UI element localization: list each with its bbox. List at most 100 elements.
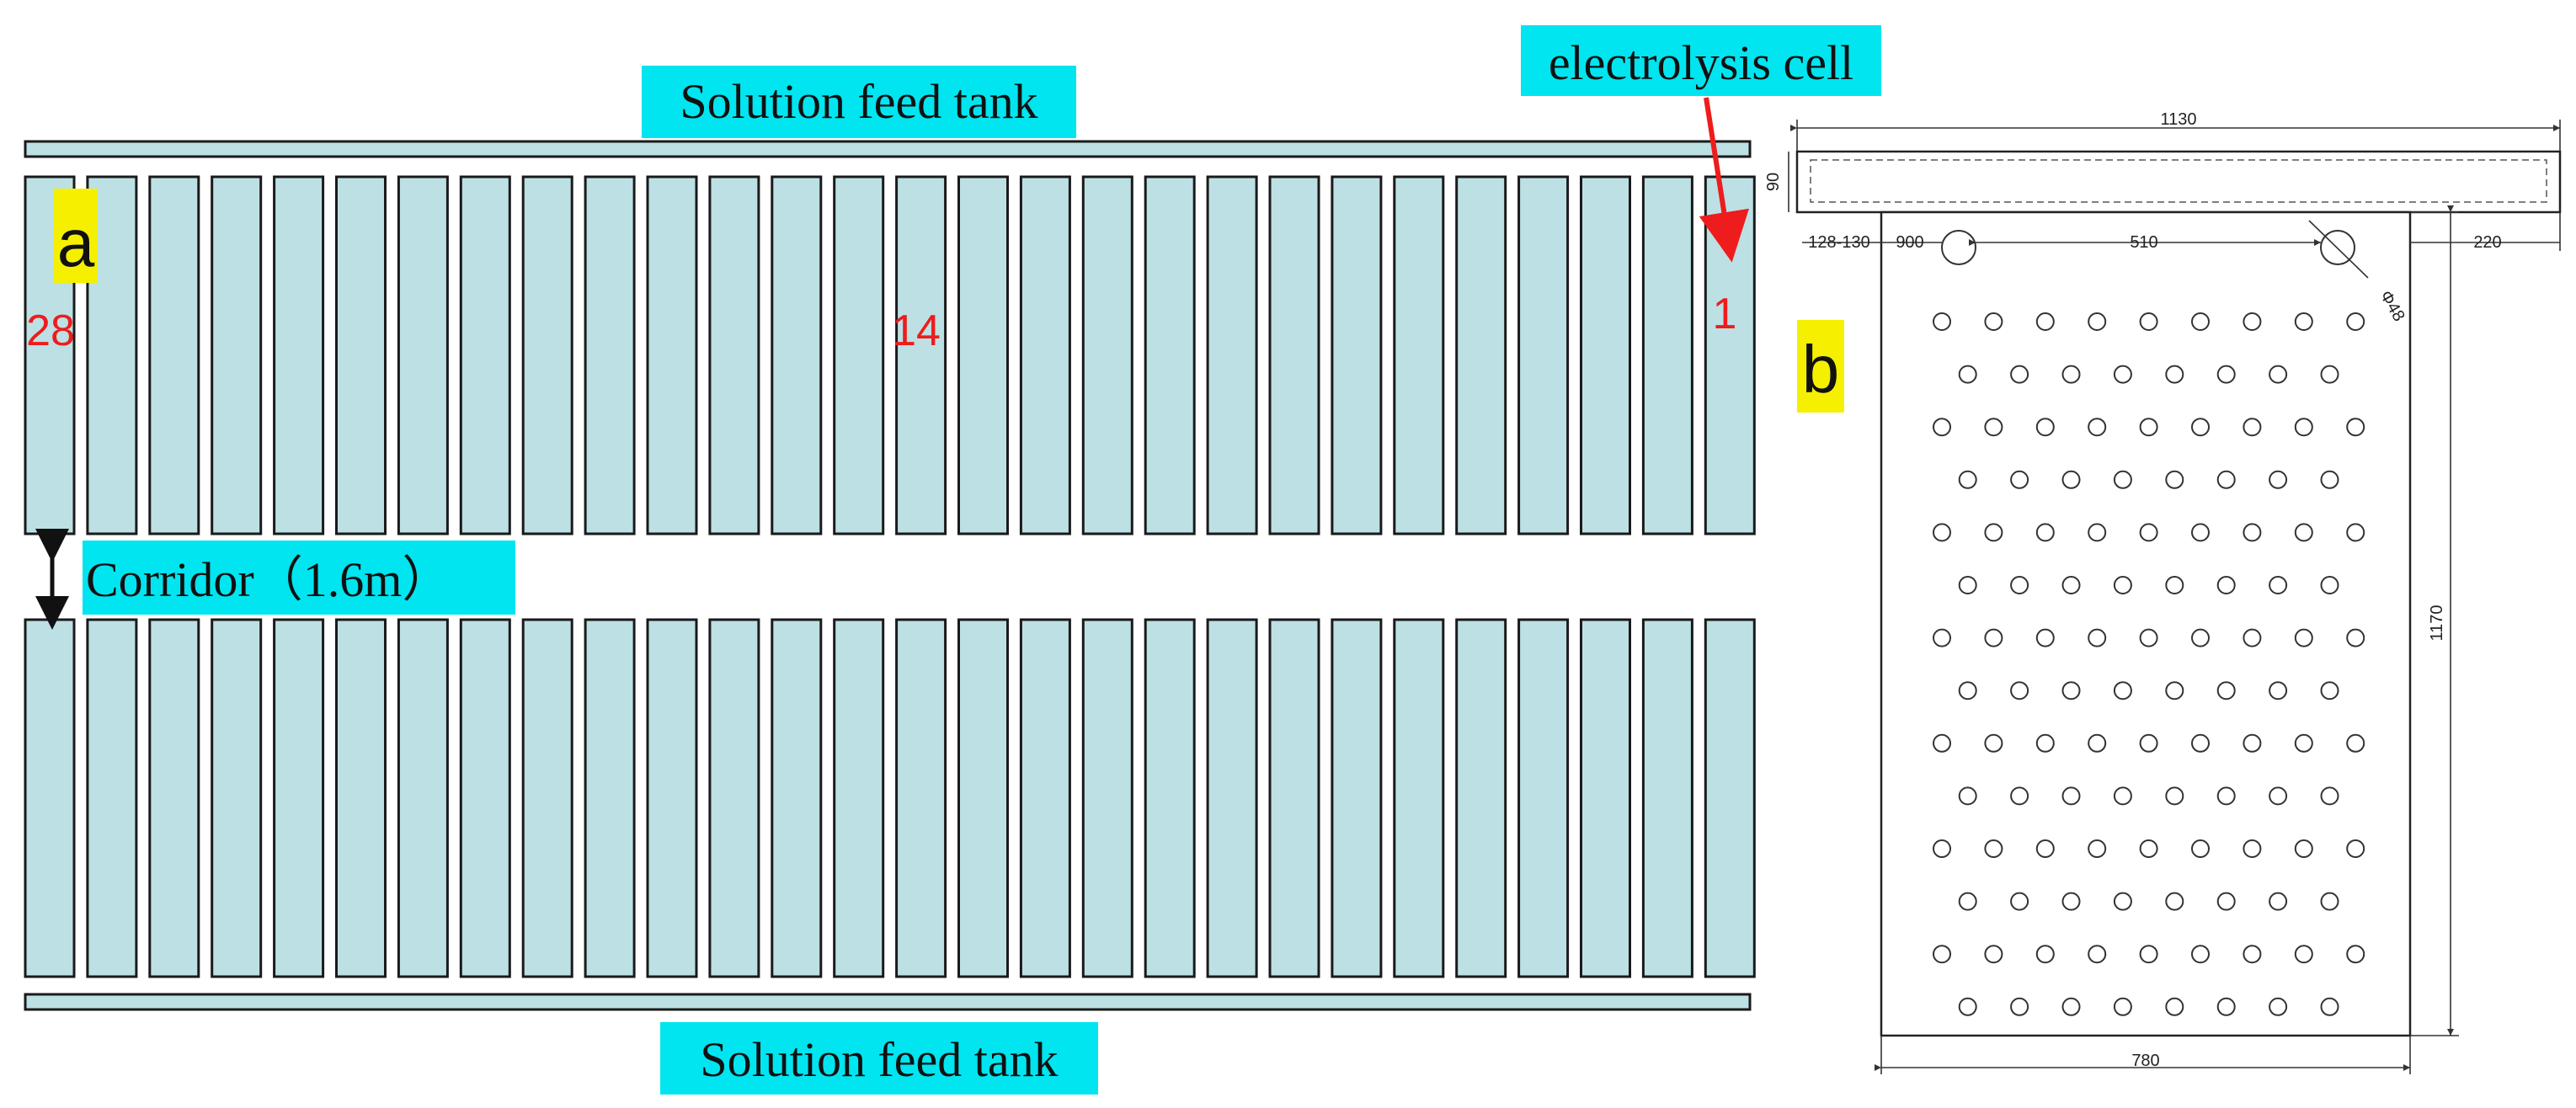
top-electrolysis-cell — [148, 175, 200, 535]
plate-hole — [2165, 997, 2184, 1016]
plate-hole — [1958, 470, 1977, 489]
bottom-electrolysis-cell — [273, 618, 325, 978]
top-electrolysis-cell — [397, 175, 449, 535]
plate-hole — [1933, 312, 1951, 331]
bottom-electrolysis-cell — [397, 618, 449, 978]
plate-hole — [1958, 786, 1977, 806]
plate-hole — [2088, 945, 2107, 964]
bottom-electrolysis-cell — [521, 618, 573, 978]
top-electrolysis-cell — [1206, 175, 1258, 535]
plate-hole — [2035, 523, 2055, 542]
plate-hole — [1984, 839, 2003, 858]
plate-hole — [2165, 681, 2184, 700]
bottom-electrolysis-cell — [584, 618, 636, 978]
dim-left-hole-offset: 900 — [1896, 233, 1923, 252]
plate-hole — [1933, 418, 1951, 437]
bottom-electrolysis-cell — [771, 618, 823, 978]
plate-hole — [2139, 418, 2158, 437]
dim-plate-width: 780 — [2131, 1052, 2159, 1070]
plate-hole — [2139, 523, 2158, 542]
bottom-electrolysis-cell — [1019, 618, 1071, 978]
plate-hole — [2088, 523, 2107, 542]
plate-hole — [2191, 839, 2210, 858]
plate-hole — [2010, 576, 2029, 594]
top-electrolysis-cell — [833, 175, 885, 535]
top-electrolysis-cell — [957, 175, 1009, 535]
plate-hole — [2243, 418, 2262, 437]
bottom-electrolysis-cell — [1393, 618, 1445, 978]
plate-hole — [2191, 945, 2210, 964]
top-electrolysis-cell — [708, 175, 760, 535]
top-electrolysis-cell — [1019, 175, 1071, 535]
plate-hole — [2243, 312, 2262, 331]
bottom-tank-label: Solution feed tank — [700, 1032, 1058, 1087]
bottom-electrolysis-cell — [459, 618, 511, 978]
bottom-electrolysis-cell — [24, 618, 76, 978]
plate-hole — [2216, 786, 2236, 806]
plate-hole — [1958, 997, 1977, 1016]
plate-hole — [2165, 365, 2184, 384]
plate-hole — [1958, 365, 1977, 384]
plate-hole — [2035, 733, 2055, 753]
plate-hole — [2320, 892, 2339, 911]
plate-hole — [1958, 576, 1977, 594]
plate-hole — [2216, 681, 2236, 700]
plate-hole — [2088, 628, 2107, 647]
bottom-electrolysis-cell — [1144, 618, 1196, 978]
bottom-electrolysis-cell — [1704, 618, 1756, 978]
bottom-electrolysis-cell — [895, 618, 947, 978]
plate-hole — [2088, 418, 2107, 437]
plate-hole — [2061, 576, 2081, 594]
top-electrolysis-cell — [521, 175, 573, 535]
plate-hole — [2139, 628, 2158, 647]
dim-plate-height: 1170 — [2428, 605, 2446, 641]
top-electrolysis-cell — [895, 175, 947, 535]
plate-hole — [2061, 365, 2081, 384]
bottom-electrolysis-cell — [1081, 618, 1133, 978]
top-electrolysis-cell — [646, 175, 698, 535]
cathode-plate — [1880, 210, 2412, 1037]
top-electrolysis-cell — [584, 175, 636, 535]
plate-hole — [2346, 839, 2365, 858]
plate-hole — [1933, 839, 1951, 858]
top-cell-row — [24, 175, 1756, 535]
plate-hole — [2165, 470, 2184, 489]
bottom-electrolysis-cell — [1455, 618, 1507, 978]
bottom-electrolysis-cell — [1580, 618, 1631, 978]
plate-hole — [2294, 523, 2313, 542]
plate-hole — [1984, 523, 2003, 542]
top-electrolysis-cell — [1331, 175, 1383, 535]
plate-hole — [2139, 839, 2158, 858]
plate-hole — [2035, 945, 2055, 964]
plate-hole — [2191, 312, 2210, 331]
plate-hole — [2113, 892, 2132, 911]
plate-hole — [1933, 628, 1951, 647]
plate-hole — [2113, 576, 2132, 594]
plate-hole — [1933, 523, 1951, 542]
cell-number-28: 28 — [26, 306, 75, 355]
bottom-electrolysis-cell — [1331, 618, 1383, 978]
bottom-electrolysis-cell — [957, 618, 1009, 978]
plate-hole — [2320, 576, 2339, 594]
bottom-solution-feed-tank — [24, 993, 1752, 1011]
plate-hole — [2010, 470, 2029, 489]
plate-hole — [2191, 733, 2210, 753]
plate-hole — [2294, 733, 2313, 753]
dim-left-edge: 128-130 — [1808, 233, 1869, 252]
plate-hole — [2139, 945, 2158, 964]
hanger-hole-left — [1941, 230, 1976, 265]
plate-hole — [2269, 997, 2288, 1016]
plate-hole — [2139, 312, 2158, 331]
plate-hole — [2061, 470, 2081, 489]
bottom-electrolysis-cell — [86, 618, 138, 978]
bottom-electrolysis-cell — [211, 618, 263, 978]
plate-hole — [2010, 997, 2029, 1016]
plate-hole — [2061, 786, 2081, 806]
top-tank-label-bg — [642, 66, 1076, 138]
electrolysis-cell-label-bg — [1521, 25, 1881, 96]
plate-hole — [2320, 786, 2339, 806]
plate-hole — [2139, 733, 2158, 753]
plate-hole — [2346, 418, 2365, 437]
top-bus-bar-inner — [1810, 159, 2547, 203]
plate-hole — [1984, 628, 2003, 647]
